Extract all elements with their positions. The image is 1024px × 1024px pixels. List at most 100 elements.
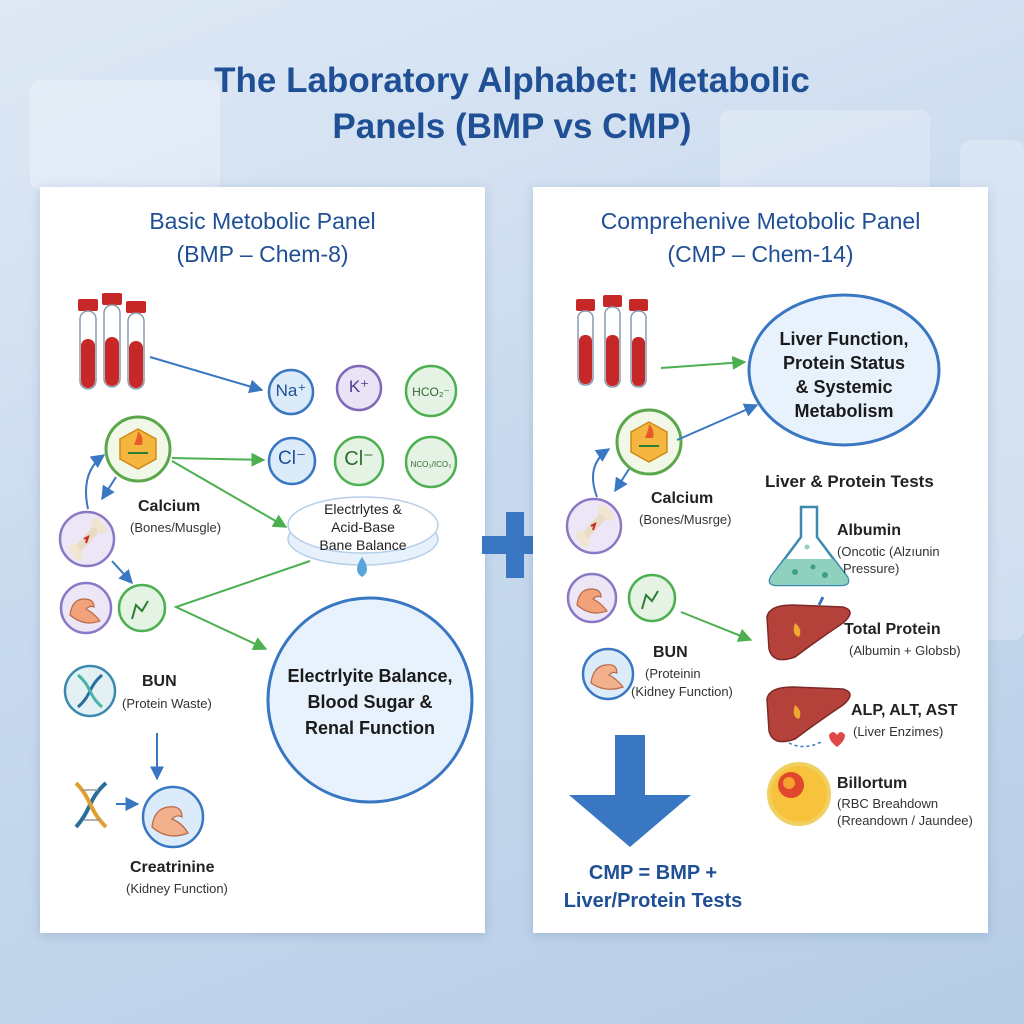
cmp-summary-line2: Liver/Protein Tests bbox=[563, 890, 743, 912]
calcium-sublabel: (Bones/Musrge) bbox=[639, 512, 732, 527]
liver-enzymes-sublabel: (Liver Enzimes) bbox=[853, 724, 944, 739]
cmp-summary-line1: CMP = BMP + bbox=[588, 862, 718, 884]
bmp-diagram bbox=[58, 293, 474, 849]
background-card bbox=[720, 110, 930, 200]
electrolyte-disk-icon bbox=[287, 496, 439, 577]
dna-icon bbox=[63, 664, 117, 718]
ion-circles bbox=[267, 364, 458, 489]
muscle-arm-icon bbox=[59, 581, 113, 635]
blood-tubes-icon bbox=[78, 293, 146, 390]
arrow bbox=[101, 476, 117, 501]
ion-label: Cl⁻ bbox=[278, 448, 306, 469]
flexed-arm-icon bbox=[141, 785, 205, 849]
liver-line1: Liver Function, bbox=[779, 329, 909, 349]
plus-icon bbox=[482, 512, 548, 578]
bmp-title-line2: (BMP – Chem-8) bbox=[176, 241, 349, 267]
calcium-hexagon-icon bbox=[104, 415, 172, 483]
arrow bbox=[111, 560, 133, 585]
bone-icon bbox=[58, 510, 116, 568]
cmp-title: Comprehenive Metobolic Panel (CMP – Chem… bbox=[533, 205, 988, 271]
creatinine-sublabel: (Kidney Function) bbox=[126, 881, 228, 896]
liver-icon bbox=[766, 596, 851, 661]
chloride-ion-icon bbox=[267, 436, 317, 486]
page-title-line2: Panels (BMP vs CMP) bbox=[332, 107, 692, 146]
calcium-label: Calcium bbox=[138, 498, 201, 515]
potassium-ion-icon bbox=[335, 364, 383, 412]
bilirubin-sublabel: (RBC Breahdown bbox=[837, 796, 939, 811]
bmp-summary-label: Electrlyite Balance, Blood Sugar & Renal… bbox=[270, 663, 470, 741]
electrolytes-label: Electrlytes & Acid-Base Bane Balance bbox=[288, 500, 438, 554]
arrow bbox=[660, 355, 747, 370]
liver-function-label: Liver Function, Protein Status & Systemi… bbox=[749, 327, 939, 423]
electrolytes-line1: Electrlytes & bbox=[324, 501, 402, 517]
page-title: The Laboratory Alphabet: Metabolic Panel… bbox=[0, 58, 1024, 150]
liver-enzymes-label: ALP, ALT, AST bbox=[851, 702, 958, 719]
kinetics-icon bbox=[627, 573, 677, 623]
liver-line4: Metabolism bbox=[794, 401, 894, 421]
flexed-arm-icon bbox=[581, 647, 635, 701]
bmp-summary-line2: Blood Sugar & bbox=[307, 692, 433, 712]
dna-icon bbox=[74, 781, 108, 829]
arrow bbox=[171, 460, 288, 528]
ion-label: Cl⁻ bbox=[344, 448, 374, 470]
albumin-label: Albumin bbox=[837, 522, 901, 539]
flask-icon bbox=[768, 505, 850, 587]
ion-label: K⁺ bbox=[348, 377, 370, 396]
background-card bbox=[30, 80, 220, 190]
bun-sublabel: (Kidney Function) bbox=[631, 684, 733, 699]
total-protein-sublabel: (Albumin + Globsb) bbox=[849, 643, 961, 658]
arrow bbox=[614, 468, 630, 493]
sodium-ion-icon bbox=[267, 368, 315, 416]
creatinine-label: Creatrinine bbox=[130, 859, 215, 876]
bmp-title-line1: Basic Metobolic Panel bbox=[149, 208, 376, 234]
liver-protein-tests-heading: Liver & Protein Tests bbox=[765, 472, 934, 491]
liver-icon bbox=[766, 686, 851, 748]
page-title-line1: The Laboratory Alphabet: Metabolic bbox=[214, 61, 810, 100]
albumin-sublabel: Pressure) bbox=[843, 561, 900, 576]
bilirubin-label: Billortum bbox=[837, 775, 908, 792]
electrolytes-line2: Acid-Base bbox=[331, 519, 395, 535]
calcium-label: Calcium bbox=[651, 490, 714, 507]
cmp-diagram bbox=[565, 293, 941, 847]
bmp-summary-line3: Renal Function bbox=[305, 718, 435, 738]
muscle-arm-icon bbox=[566, 572, 618, 624]
bicarbonate-ion-icon bbox=[404, 364, 458, 418]
arrow bbox=[592, 448, 611, 498]
bun-label: BUN bbox=[142, 673, 177, 690]
arrow bbox=[173, 560, 311, 651]
total-protein-label: Total Protein bbox=[844, 621, 941, 638]
bone-icon bbox=[565, 497, 623, 555]
blood-tubes-icon bbox=[576, 295, 648, 388]
bun-label: BUN bbox=[653, 644, 688, 661]
chloride-ion-icon bbox=[333, 435, 385, 487]
liver-line3: & Systemic bbox=[795, 377, 893, 397]
cmp-title-line1: Comprehenive Metobolic Panel bbox=[600, 208, 921, 234]
albumin-sublabel: (Oncotic (Alzıunin bbox=[837, 544, 940, 559]
liver-function-circle bbox=[747, 293, 941, 447]
ion-label: NCO₃/ICO₃ bbox=[410, 460, 452, 469]
bun-sublabel: (Protein Waste) bbox=[122, 696, 212, 711]
ion-label: HCO₂⁻ bbox=[412, 385, 450, 399]
electrolytes-line3: Bane Balance bbox=[319, 537, 407, 553]
arrow bbox=[85, 454, 106, 510]
cmp-summary-label: CMP = BMP + Liver/Protein Tests bbox=[535, 859, 771, 915]
bicarbonate-ion-icon bbox=[404, 435, 458, 489]
bmp-title: Basic Metobolic Panel (BMP – Chem-8) bbox=[40, 205, 485, 271]
cmp-title-line2: (CMP – Chem-14) bbox=[667, 241, 854, 267]
bmp-summary-line1: Electrlyite Balance, bbox=[287, 666, 453, 686]
arrow bbox=[680, 611, 753, 642]
arrow bbox=[676, 403, 759, 441]
bilirubin-icon bbox=[767, 762, 831, 826]
arrow bbox=[149, 356, 264, 394]
bun-sublabel: (Proteinin bbox=[645, 666, 701, 681]
arrow bbox=[171, 452, 266, 467]
bmp-panel: Basic Metobolic Panel (BMP – Chem-8) bbox=[40, 187, 485, 933]
bilirubin-sublabel: (Rreandown / Jaundee) bbox=[837, 813, 973, 828]
calcium-sublabel: (Bones/Musgle) bbox=[130, 520, 222, 535]
bmp-summary-circle bbox=[266, 596, 474, 804]
down-arrow-icon bbox=[569, 735, 691, 847]
ion-label: Na⁺ bbox=[275, 381, 307, 400]
kinetics-icon bbox=[117, 583, 167, 633]
liver-line2: Protein Status bbox=[782, 353, 906, 373]
calcium-hexagon-icon bbox=[615, 408, 683, 476]
